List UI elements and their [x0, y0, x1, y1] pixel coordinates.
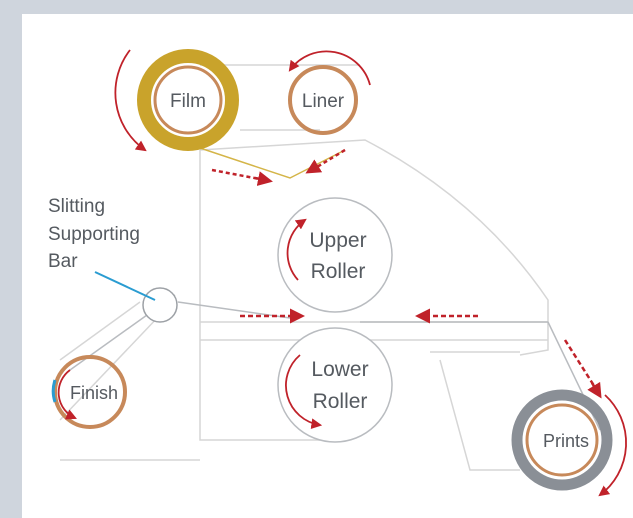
rotation-arrow-icon: [114, 49, 147, 152]
prints-spool: Prints: [511, 389, 627, 497]
film-label: Film: [170, 91, 206, 112]
rotation-arrow-icon: [286, 218, 307, 281]
film-spool: Film: [114, 49, 239, 152]
liner-label: Liner: [302, 91, 345, 112]
lower-roller: Lower Roller: [277, 327, 393, 443]
slitting-label-line3: Bar: [48, 251, 78, 272]
slitting-label-line1: Slitting: [48, 196, 105, 217]
liner-spool: Liner: [288, 50, 371, 135]
direction-arrow-icon: [563, 339, 602, 399]
finish-label: Finish: [70, 383, 118, 403]
slitting-label-line2: Supporting: [48, 224, 140, 245]
finish-spool: Finish: [51, 355, 127, 429]
prints-label: Prints: [543, 431, 589, 451]
rotation-arrow-icon: [288, 50, 371, 86]
upper-roller-label-line1: Upper: [309, 229, 366, 252]
direction-arrow-icon: [211, 168, 273, 187]
lower-roller-label-line2: Roller: [313, 390, 368, 413]
direction-arrow-icon: [305, 148, 346, 174]
direction-arrows: [211, 148, 602, 399]
slitting-bar-pointer: [94, 271, 156, 301]
slitting-bar: Slitting Supporting Bar: [48, 196, 178, 323]
rotation-arrow-icon: [598, 394, 627, 497]
rotation-arrow-icon: [285, 354, 323, 430]
lower-roller-label-line1: Lower: [311, 358, 368, 381]
upper-roller: Upper Roller: [277, 197, 393, 313]
rotation-arrow-icon: [57, 369, 77, 420]
upper-roller-label-line2: Roller: [311, 260, 366, 283]
